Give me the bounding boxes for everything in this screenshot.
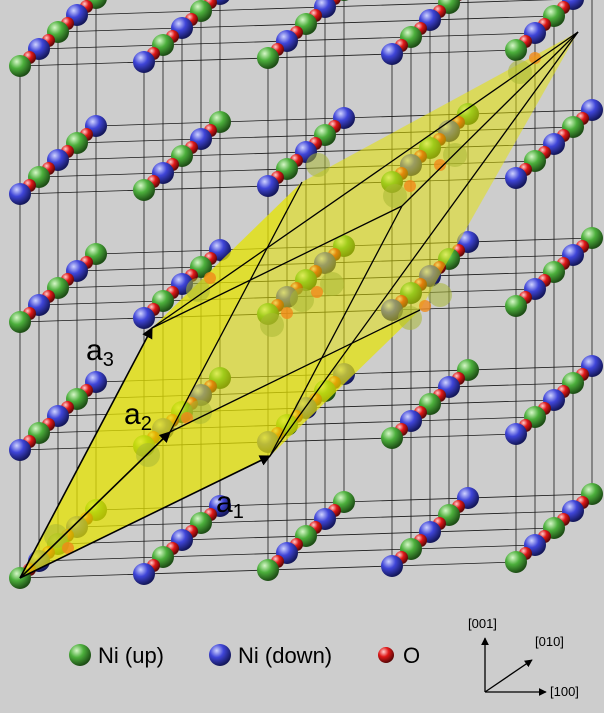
interior-atom — [306, 153, 330, 177]
interior-atom — [398, 306, 422, 330]
legend-ni-up-symbol — [69, 644, 91, 666]
vector-a2-label: a2 — [124, 398, 152, 435]
axis-010-arrow — [484, 659, 533, 693]
unit-cell-edge — [269, 205, 403, 457]
unit-cell-edge — [401, 31, 579, 207]
vector-a1-arrow — [19, 455, 272, 579]
interior-atom — [260, 313, 284, 337]
interior-atom — [320, 272, 344, 296]
ni-up-atom — [505, 551, 527, 573]
ni-down-atom — [257, 175, 279, 197]
ni-up-atom — [381, 427, 403, 449]
ni-down-atom — [133, 51, 155, 73]
legend-o-label: O — [403, 643, 421, 668]
interior-atom — [44, 524, 68, 548]
unit-cell-edge — [151, 31, 579, 329]
ni-up-atom — [505, 39, 527, 61]
interior-oxygen — [529, 52, 541, 64]
vector-a3-arrow — [19, 327, 153, 579]
ni-up-atom — [505, 295, 527, 317]
axis-010-label: [010] — [535, 634, 564, 649]
axis-indicator — [481, 637, 547, 696]
ni-down-atom — [381, 555, 403, 577]
interior-oxygen — [404, 180, 416, 192]
unit-cell-edge — [269, 31, 579, 457]
legend-ni-down-symbol — [209, 644, 231, 666]
unit-cell-edge — [169, 309, 421, 433]
interior-atom — [290, 288, 314, 312]
ni-down-atom — [133, 307, 155, 329]
ni-up-atom — [9, 311, 31, 333]
vector-a1-label: a1 — [216, 486, 244, 523]
ni-down-atom — [505, 423, 527, 445]
ni-down-atom — [381, 43, 403, 65]
unit-cell-edge — [169, 181, 303, 433]
interior-oxygen — [311, 286, 323, 298]
legend-ni-down-label: Ni (down) — [238, 643, 333, 668]
interior-atom — [428, 283, 452, 307]
interior-oxygen — [62, 542, 74, 554]
vector-a3-label: a3 — [86, 334, 114, 371]
ni-up-atom — [257, 559, 279, 581]
axis-100-label: [100] — [550, 684, 579, 699]
legend-ni-up-label: Ni (up) — [98, 643, 165, 668]
vector-a2-arrow — [19, 431, 171, 579]
ni-down-atom — [9, 439, 31, 461]
ni-up-atom — [257, 47, 279, 69]
ni-down-atom — [133, 563, 155, 585]
interior-atom — [443, 143, 467, 167]
interior-oxygen — [434, 159, 446, 171]
interior-oxygen — [281, 307, 293, 319]
ni-up-atom — [133, 179, 155, 201]
ni-up-atom — [9, 55, 31, 77]
interior-oxygen — [419, 300, 431, 312]
interior-atom — [136, 443, 160, 467]
interior-oxygen — [204, 272, 216, 284]
ni-up-atom — [339, 0, 349, 1]
ni-down-atom — [9, 183, 31, 205]
legend-symbols — [69, 644, 394, 666]
interior-atom — [383, 184, 407, 208]
legend-o-symbol — [378, 647, 394, 663]
interior-atom — [186, 278, 210, 302]
interior-oxygen — [181, 412, 193, 424]
axis-001-label: [001] — [468, 616, 497, 631]
unit-cell-edge — [151, 205, 403, 329]
ni-down-atom — [505, 167, 527, 189]
interior-atom — [188, 400, 212, 424]
unit-cell-group — [19, 31, 579, 579]
